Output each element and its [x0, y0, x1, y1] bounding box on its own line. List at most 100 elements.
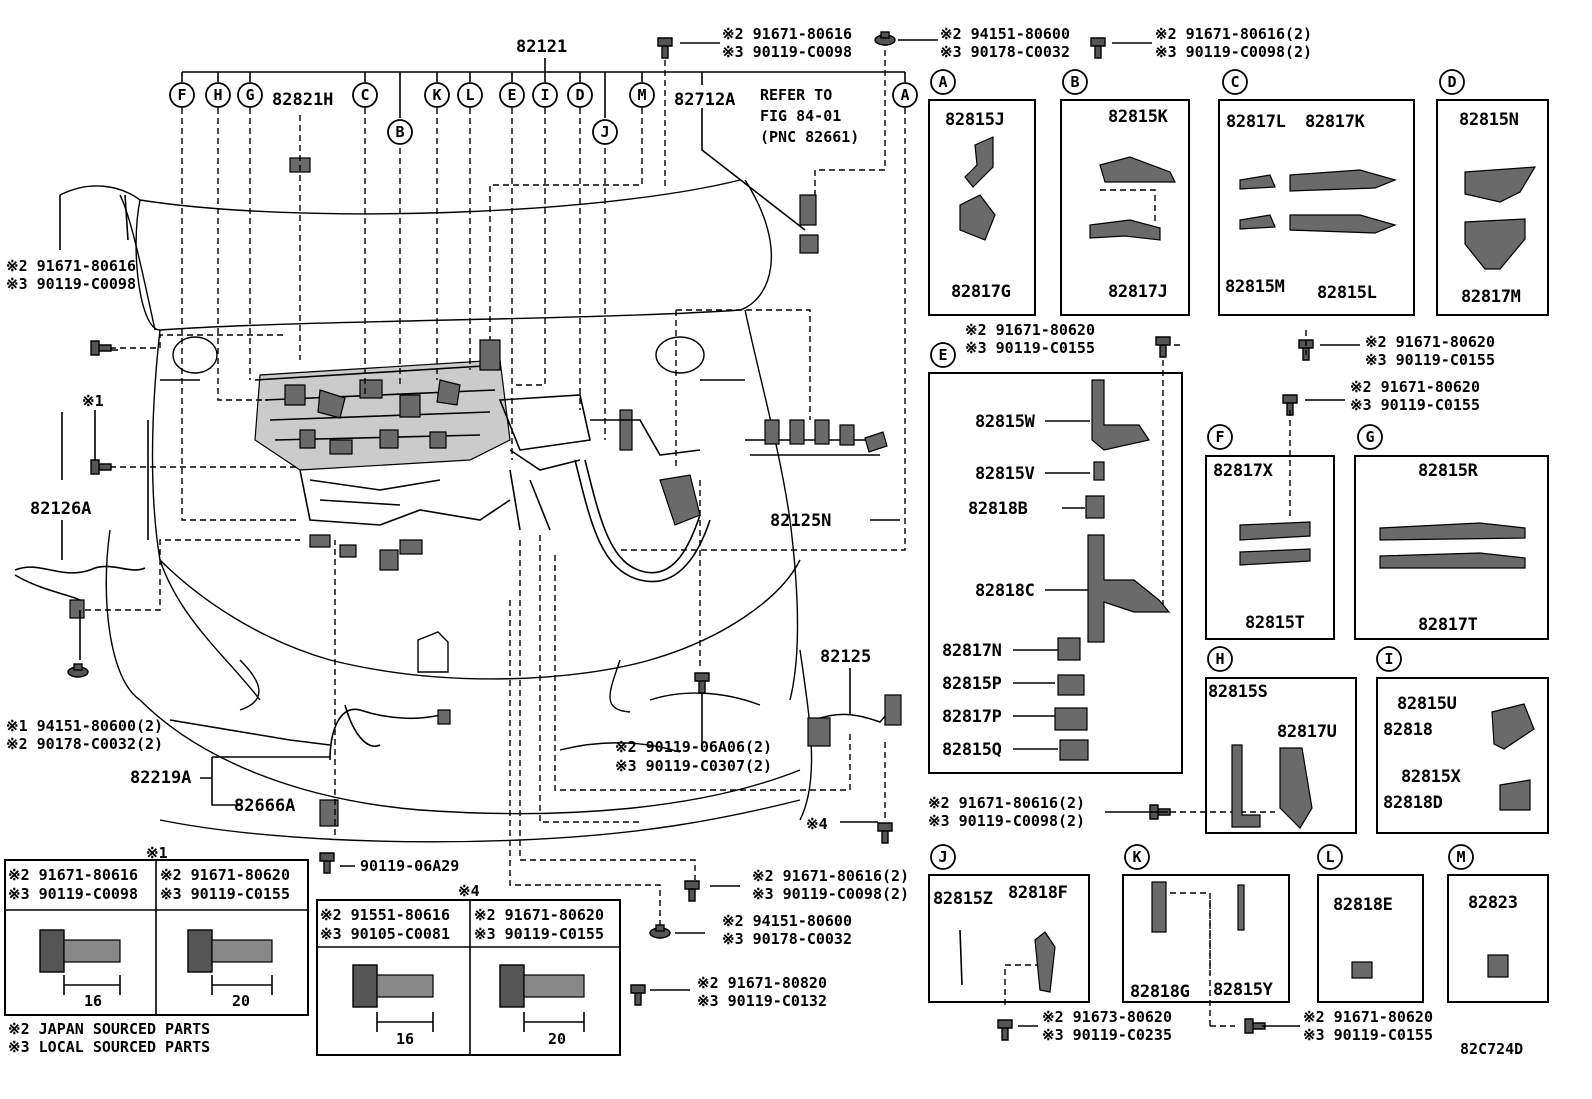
svg-text:C: C [1230, 73, 1239, 91]
svg-text:※2 91671-80620: ※2 91671-80620 [1365, 333, 1495, 351]
part-82125N: 82125N [770, 511, 831, 531]
svg-text:※3 90119-C0132: ※3 90119-C0132 [697, 992, 827, 1010]
bolt-icon [997, 1019, 1013, 1041]
svg-text:16: 16 [396, 1030, 414, 1048]
bolt-leaders [340, 39, 1360, 1027]
svg-text:20: 20 [232, 992, 250, 1010]
svg-text:82815S: 82815S [1208, 682, 1268, 702]
detail-box-I: I 82815U 82818 82815X 82818D [1376, 646, 1549, 834]
washer-nut-icon [649, 924, 671, 939]
part-82126A: 82126A [30, 499, 91, 519]
svg-text:※1: ※1 [146, 844, 168, 862]
svg-text:L: L [1325, 848, 1334, 866]
part-82219A: 82219A [130, 768, 191, 788]
svg-text:E: E [507, 86, 516, 104]
svg-text:A: A [938, 73, 947, 91]
svg-text:82815R: 82815R [1418, 461, 1479, 481]
bolt-icon [877, 822, 893, 844]
detail-box-G: G 82815R 82817T [1354, 424, 1549, 640]
bolt-icon [90, 459, 112, 475]
svg-text:※3 90105-C0081: ※3 90105-C0081 [320, 925, 450, 943]
bolt-icon [1282, 394, 1298, 416]
note-japan-sourced: ※2 JAPAN SOURCED PARTS [8, 1020, 210, 1038]
svg-text:82818F: 82818F [1008, 883, 1068, 903]
svg-text:20: 20 [548, 1030, 566, 1048]
svg-text:82817N: 82817N [942, 641, 1002, 661]
svg-text:82817L: 82817L [1226, 112, 1286, 132]
engine-wire-harness [254, 339, 711, 583]
detail-box-K: K 82818G 82815Y [1122, 844, 1290, 1003]
svg-text:I: I [540, 86, 549, 104]
clip-82712A [799, 194, 819, 254]
svg-text:※2 91671-80616(2): ※2 91671-80616(2) [1155, 25, 1312, 43]
svg-text:82815U: 82815U [1397, 694, 1457, 714]
table-bolt-1: ※1 ※2 91671-80616 ※3 90119-C0098 ※2 9167… [4, 844, 309, 1016]
part-82821H: 82821H [272, 90, 333, 110]
svg-text:※2 91671-80620: ※2 91671-80620 [965, 321, 1095, 339]
detail-box-E: E 82815W 82815V 82818B 82818C 82817N 828… [928, 342, 1183, 774]
svg-text:G: G [245, 86, 254, 104]
svg-text:82815P: 82815P [942, 674, 1002, 694]
svg-text:82818: 82818 [1383, 720, 1433, 740]
svg-text:82817M: 82817M [1461, 287, 1521, 307]
svg-text:※2 94151-80600: ※2 94151-80600 [722, 912, 852, 930]
svg-text:82818B: 82818B [968, 499, 1028, 519]
svg-text:B: B [395, 123, 404, 141]
bolt-icon [684, 880, 700, 902]
svg-text:I: I [1384, 650, 1393, 668]
bolt-icon [694, 672, 710, 694]
svg-text:※1 94151-80600(2): ※1 94151-80600(2) [6, 717, 163, 735]
detail-box-D: D 82815N 82817M [1436, 69, 1549, 316]
svg-text:※3 90119-C0098(2): ※3 90119-C0098(2) [752, 885, 909, 903]
svg-text:E: E [938, 346, 947, 364]
refer-line-2: FIG 84-01 [760, 107, 841, 125]
svg-text:※3 90119-C0307(2): ※3 90119-C0307(2) [615, 757, 772, 775]
svg-text:82818C: 82818C [975, 581, 1035, 601]
detail-box-A: A 82815J 82817G [928, 69, 1036, 316]
svg-text:B: B [1070, 73, 1079, 91]
svg-text:※3 90119-C0098(2): ※3 90119-C0098(2) [1155, 43, 1312, 61]
svg-text:※3 90178-C0032: ※3 90178-C0032 [940, 43, 1070, 61]
detail-box-J: J 82815Z 82818F [928, 844, 1090, 1003]
svg-text:82815V: 82815V [975, 464, 1035, 484]
svg-text:H: H [1215, 650, 1224, 668]
svg-text:82815N: 82815N [1459, 110, 1519, 130]
svg-text:H: H [213, 86, 222, 104]
harness-82125N [745, 419, 888, 456]
svg-text:※2 91671-80616(2): ※2 91671-80616(2) [928, 794, 1085, 812]
svg-text:※2 91551-80616: ※2 91551-80616 [320, 906, 450, 924]
svg-text:※3 90119-C0235: ※3 90119-C0235 [1042, 1026, 1172, 1044]
svg-text:※2 90178-C0032(2): ※2 90178-C0032(2) [6, 735, 163, 753]
svg-text:※2 90119-06A06(2): ※2 90119-06A06(2) [615, 738, 772, 756]
svg-text:※2 91671-80616: ※2 91671-80616 [6, 257, 136, 275]
svg-text:A: A [900, 86, 909, 104]
refer-line-3: (PNC 82661) [760, 128, 859, 146]
svg-text:82815Z: 82815Z [933, 889, 993, 909]
svg-text:F: F [1215, 428, 1224, 446]
svg-text:※3 90119-C0155: ※3 90119-C0155 [965, 339, 1095, 357]
refer-line-1: REFER TO [760, 86, 832, 104]
svg-text:G: G [1365, 428, 1374, 446]
bolt-20-icon [499, 964, 585, 1008]
note-mark-4: ※4 [806, 815, 828, 833]
bolt-icon [319, 852, 335, 874]
harness-82219A [319, 704, 451, 827]
leader-lines [59, 40, 906, 925]
svg-text:※2 91671-80616(2): ※2 91671-80616(2) [752, 867, 909, 885]
svg-text:C: C [360, 86, 369, 104]
svg-text:※2 91671-80616: ※2 91671-80616 [722, 25, 852, 43]
bolt-label-texts: ※2 91671-80616 ※3 90119-C0098 ※2 94151-8… [6, 25, 1495, 1044]
detail-box-B: B 82815K 82817J [1060, 69, 1190, 316]
svg-text:※3 90119-C0155: ※3 90119-C0155 [1350, 396, 1480, 414]
svg-text:82815L: 82815L [1317, 283, 1377, 303]
detail-box-L: L 82818E [1317, 844, 1424, 1003]
part-82121: 82121 [516, 37, 567, 57]
washer-nut-icon [874, 31, 896, 46]
note-mark-1: ※1 [82, 392, 104, 410]
part-82125: 82125 [820, 647, 871, 667]
bolt-16-icon [352, 964, 434, 1008]
part-90119-06A29: 90119-06A29 [360, 857, 459, 875]
svg-text:※3 90119-C0098(2): ※3 90119-C0098(2) [928, 812, 1085, 830]
svg-text:D: D [1447, 73, 1456, 91]
